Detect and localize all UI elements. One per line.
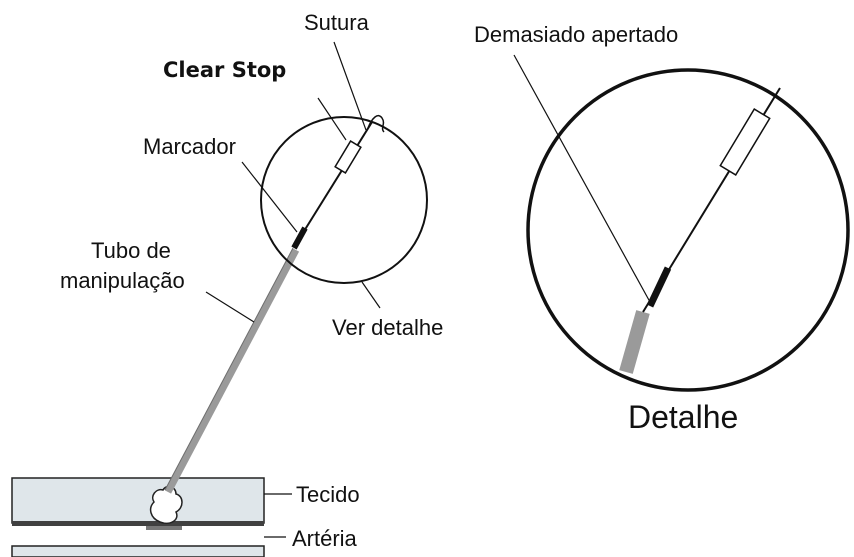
clear-stop [334,140,362,174]
label-marcador: Marcador [143,134,236,159]
suture-curl [367,114,385,133]
artery-layer [11,545,265,557]
leader-sutura [333,41,367,131]
label-tubo-line1: Tubo de [91,238,171,263]
label-sutura: Sutura [304,10,370,35]
manipulation-tube [164,248,300,494]
leader-tubo [205,291,255,323]
leader-demasiado [513,54,651,303]
label-clear-stop: Clear Stop [163,58,286,82]
puncture-base [146,526,182,530]
manipulation-tube-edge [164,247,294,491]
label-tecido: Tecido [296,482,360,507]
tissue-layers [11,477,265,557]
label-ver-detalhe: Ver detalhe [332,315,443,340]
marker [291,226,308,250]
artery-wall [12,521,264,526]
leader-ver-detalhe [361,281,381,309]
label-arteria: Artéria [292,526,358,551]
detail-clear-stop [719,108,771,176]
label-tubo-line2: manipulação [60,268,185,293]
leader-clear-stop [317,97,347,141]
tissue-layer [11,477,265,524]
label-detalhe: Detalhe [628,399,738,435]
label-demasiado-apertado: Demasiado apertado [474,22,678,47]
view-detail-circle [260,116,428,284]
leader-marcador [241,161,298,233]
suture-line [295,121,373,245]
detail-tube [619,310,650,374]
detail-circle [526,68,850,392]
leader-lines [205,41,651,538]
